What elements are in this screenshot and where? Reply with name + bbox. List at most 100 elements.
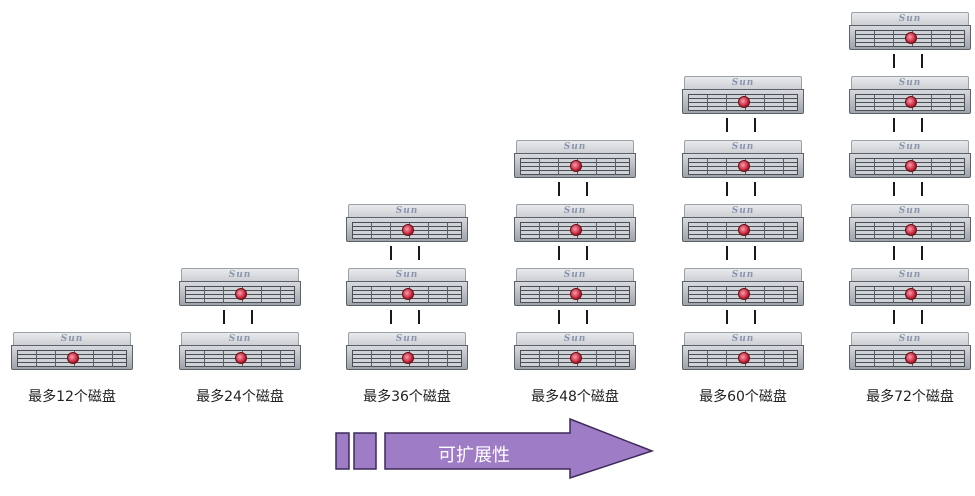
- server-top-panel: Sun: [684, 332, 802, 346]
- storage-server-unit: Sun: [682, 204, 804, 242]
- sun-logo: Sun: [731, 334, 755, 344]
- server-front-panel: [514, 153, 636, 178]
- server-front-panel: [179, 345, 301, 370]
- connector-line: [754, 118, 756, 132]
- server-top-panel: Sun: [516, 140, 634, 154]
- connector-line: [418, 246, 420, 260]
- status-led-icon: [738, 160, 750, 172]
- server-front-panel: [849, 153, 971, 178]
- server-top-panel: Sun: [181, 268, 299, 282]
- server-front-panel: [179, 281, 301, 306]
- storage-server-unit: Sun: [849, 268, 971, 306]
- storage-server-unit: Sun: [514, 204, 636, 242]
- status-led-icon: [738, 224, 750, 236]
- sun-logo: Sun: [563, 270, 587, 280]
- scalability-arrow: [335, 417, 655, 479]
- storage-server-unit: Sun: [849, 140, 971, 178]
- storage-column: Sun 最多12个磁盘: [7, 0, 137, 410]
- server-front-panel: [346, 217, 468, 242]
- status-led-icon: [905, 96, 917, 108]
- server-front-panel: [514, 281, 636, 306]
- storage-server-unit: Sun: [849, 12, 971, 50]
- server-top-panel: Sun: [348, 204, 466, 218]
- connector-line: [921, 182, 923, 196]
- sun-logo: Sun: [395, 270, 419, 280]
- status-led-icon: [235, 288, 247, 300]
- server-top-panel: Sun: [516, 332, 634, 346]
- server-top-panel: Sun: [851, 76, 969, 90]
- sun-logo: Sun: [395, 334, 419, 344]
- status-led-icon: [570, 288, 582, 300]
- server-front-panel: [849, 345, 971, 370]
- capacity-label: 最多48个磁盘: [531, 389, 619, 405]
- connector-line: [726, 246, 728, 260]
- sun-logo: Sun: [898, 206, 922, 216]
- connector-line: [390, 246, 392, 260]
- sun-logo: Sun: [228, 270, 252, 280]
- sun-logo: Sun: [898, 270, 922, 280]
- connector-line: [558, 182, 560, 196]
- sun-logo: Sun: [563, 206, 587, 216]
- connector-line: [893, 182, 895, 196]
- server-front-panel: [682, 89, 804, 114]
- arrow-label: 可扩展性: [438, 445, 510, 466]
- sun-logo: Sun: [898, 334, 922, 344]
- storage-server-unit: Sun: [682, 268, 804, 306]
- storage-server-unit: Sun: [346, 332, 468, 370]
- capacity-label: 最多24个磁盘: [196, 389, 284, 405]
- status-led-icon: [402, 288, 414, 300]
- storage-server-unit: Sun: [514, 140, 636, 178]
- server-top-panel: Sun: [348, 332, 466, 346]
- capacity-label: 最多12个磁盘: [28, 389, 116, 405]
- server-top-panel: Sun: [851, 140, 969, 154]
- storage-server-unit: Sun: [11, 332, 133, 370]
- arrow-body: [384, 417, 655, 479]
- storage-server-unit: Sun: [514, 332, 636, 370]
- status-led-icon: [738, 96, 750, 108]
- storage-server-unit: Sun: [179, 268, 301, 306]
- connector-line: [754, 246, 756, 260]
- server-top-panel: Sun: [851, 204, 969, 218]
- storage-server-unit: Sun: [346, 204, 468, 242]
- status-led-icon: [905, 352, 917, 364]
- sun-logo: Sun: [898, 78, 922, 88]
- capacity-label: 最多60个磁盘: [699, 389, 787, 405]
- storage-server-unit: Sun: [346, 268, 468, 306]
- connector-line: [390, 310, 392, 324]
- server-front-panel: [682, 153, 804, 178]
- status-led-icon: [570, 352, 582, 364]
- sun-logo: Sun: [898, 142, 922, 152]
- storage-server-unit: Sun: [514, 268, 636, 306]
- connector-line: [893, 118, 895, 132]
- server-front-panel: [849, 281, 971, 306]
- status-led-icon: [235, 352, 247, 364]
- server-front-panel: [514, 217, 636, 242]
- storage-server-unit: Sun: [849, 332, 971, 370]
- storage-server-unit: Sun: [682, 332, 804, 370]
- status-led-icon: [570, 160, 582, 172]
- server-front-panel: [849, 89, 971, 114]
- status-led-icon: [570, 224, 582, 236]
- storage-server-unit: Sun: [849, 76, 971, 114]
- connector-line: [893, 54, 895, 68]
- connector-line: [921, 54, 923, 68]
- arrow-bar-2: [353, 432, 377, 470]
- storage-server-unit: Sun: [682, 140, 804, 178]
- connector-line: [558, 310, 560, 324]
- storage-server-unit: Sun: [682, 76, 804, 114]
- sun-logo: Sun: [898, 14, 922, 24]
- server-front-panel: [682, 217, 804, 242]
- connector-line: [921, 118, 923, 132]
- server-top-panel: Sun: [851, 332, 969, 346]
- server-top-panel: Sun: [181, 332, 299, 346]
- sun-logo: Sun: [731, 142, 755, 152]
- connector-line: [586, 246, 588, 260]
- status-led-icon: [738, 352, 750, 364]
- status-led-icon: [905, 32, 917, 44]
- server-top-panel: Sun: [851, 268, 969, 282]
